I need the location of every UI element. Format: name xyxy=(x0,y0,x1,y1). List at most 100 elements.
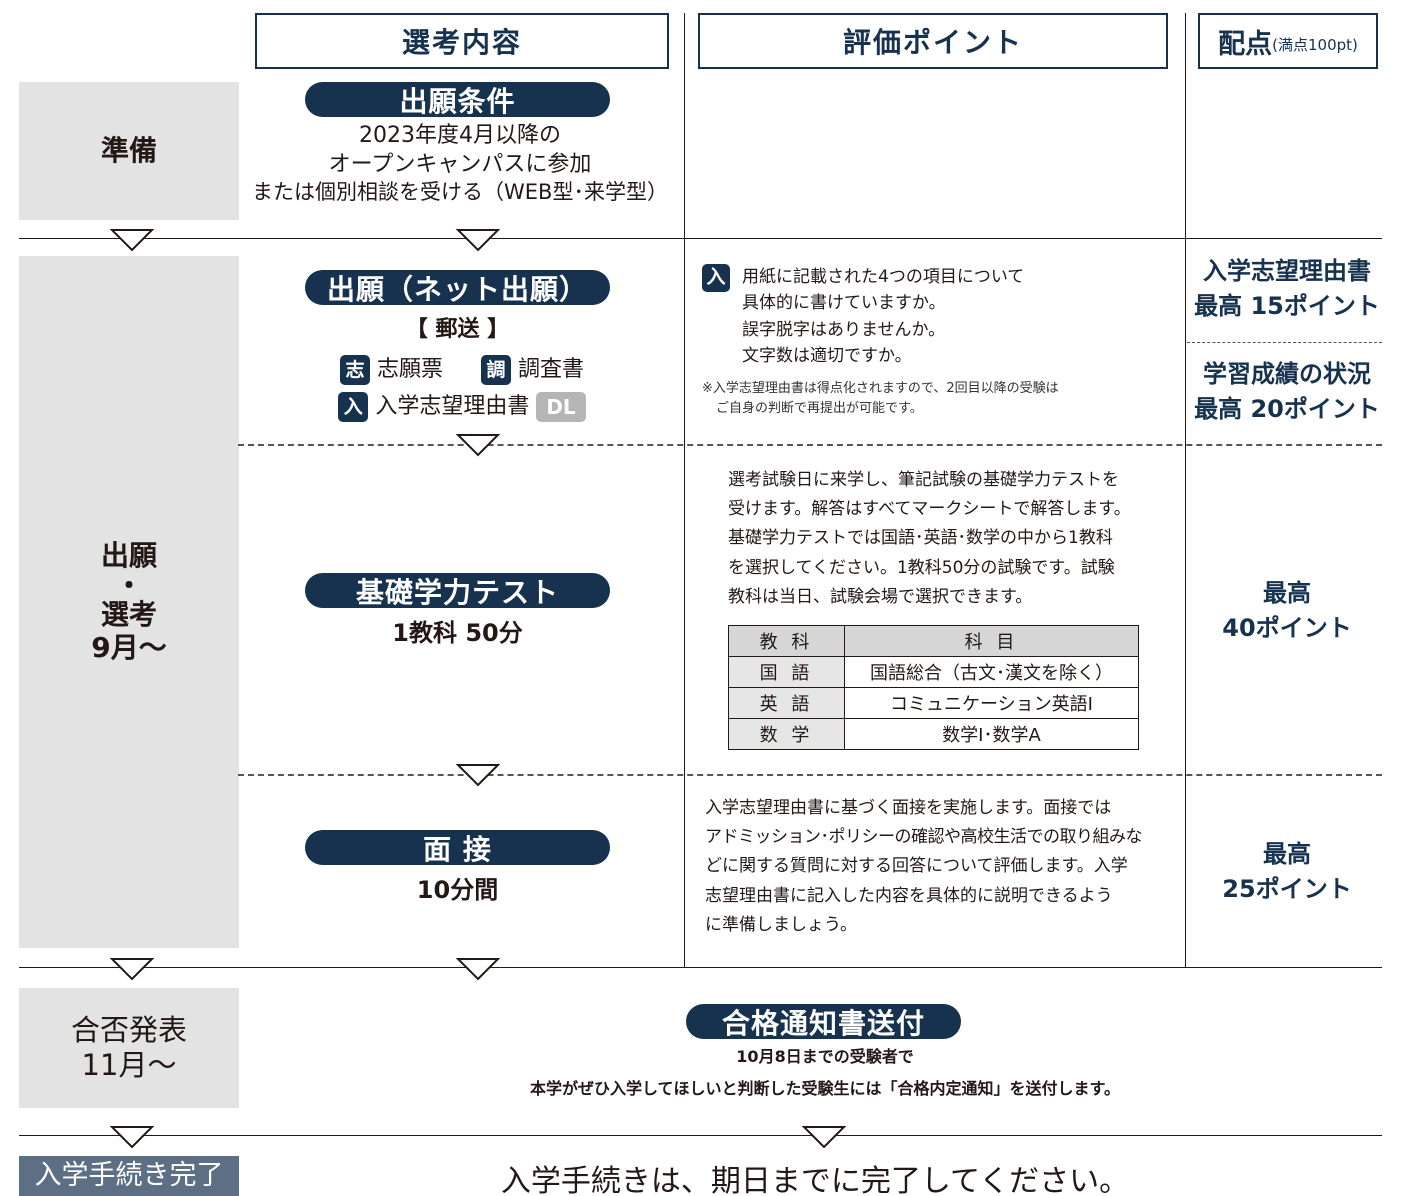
eval-line: 受けます。解答はすべてマークシートで解答します。 xyxy=(728,499,1131,520)
eval-line: アドミッション･ポリシーの確認や高校生活での取り組みな xyxy=(705,827,1143,848)
pill-basic-test: 基礎学力テスト xyxy=(305,573,610,609)
table-cell: コミュニケーション英語Ⅰ xyxy=(844,687,1139,719)
prep-line: オープンキャンパスに参加 xyxy=(328,151,592,177)
column-divider-1 xyxy=(684,13,685,968)
score-interview-value: 25ポイント xyxy=(1222,874,1352,903)
stage-apply-label-1: 出願 xyxy=(100,539,157,573)
separator-2 xyxy=(19,967,1382,968)
dashed-separator-1 xyxy=(238,444,1382,446)
arrow-down-icon xyxy=(802,1126,846,1149)
table-header-row: 教 科 科 目 xyxy=(728,625,1139,657)
stage-apply: 出願 ・ 選考 9月～ xyxy=(19,256,239,948)
dashed-separator-2 xyxy=(238,774,1382,776)
pill-online-application: 出願（ネット出願） xyxy=(305,270,610,306)
doc-badge-icon: 入 xyxy=(338,392,369,422)
table-header: 科 目 xyxy=(844,625,1139,657)
table-row: 国 語 国語総合（古文･漢文を除く） xyxy=(728,656,1139,688)
doc-statement-of-purpose: 入学志望理由書 xyxy=(375,394,530,419)
doc-application-form: 志願票 xyxy=(376,357,443,382)
table-cell: 数 学 xyxy=(728,718,845,750)
prep-line: または個別相談を受ける（WEB型･来学型） xyxy=(252,180,668,205)
score-statement-value: 最高 15ポイント xyxy=(1194,291,1380,320)
column-divider-2 xyxy=(1185,13,1186,968)
separator-1 xyxy=(19,238,1382,239)
eval-line: を選択してください。1教科50分の試験です。試験 xyxy=(728,557,1115,578)
eval-line: 教科は当日、試験会場で選択できます。 xyxy=(728,586,1033,607)
table-header: 教 科 xyxy=(728,625,845,657)
stage-result-label-2: 11月～ xyxy=(81,1048,177,1082)
score-interview-label: 最高 xyxy=(1263,840,1311,868)
doc-transcript: 調査書 xyxy=(518,357,585,382)
download-badge[interactable]: DL xyxy=(536,392,586,422)
eval-badge-icon: 入 xyxy=(702,264,730,292)
eval-line: どに関する質問に対する回答について評価します。入学 xyxy=(705,856,1128,877)
table-cell: 数学Ⅰ･数学A xyxy=(844,718,1139,750)
arrow-down-icon xyxy=(456,958,500,981)
arrow-down-icon xyxy=(110,229,154,252)
result-line-1: 10月8日までの受験者で xyxy=(736,1047,914,1066)
stage-apply-dot: ・ xyxy=(114,568,143,602)
mail-label: 【 郵送 】 xyxy=(405,317,510,342)
result-line-2: 本学がぜひ入学してほしいと判断した受験生には「合格内定通知」を送付します。 xyxy=(530,1079,1120,1098)
eval-line: 文字数は適切ですか。 xyxy=(742,346,912,367)
eval-line: 誤字脱字はありませんか。 xyxy=(742,319,946,340)
prep-conditions-text: 2023年度4月以降の オープンキャンパスに参加 または個別相談を受ける（WEB… xyxy=(240,122,680,206)
score-grades-value: 最高 20ポイント xyxy=(1194,394,1380,423)
eval-line: 志望理由書に記入した内容を具体的に説明できるよう xyxy=(705,885,1113,906)
arrow-down-icon xyxy=(456,229,500,252)
table-cell: 国語総合（古文･漢文を除く） xyxy=(844,656,1139,688)
stage-result-label-1: 合否発表 xyxy=(70,1013,187,1048)
stage-apply-label-2: 選考 xyxy=(100,597,157,631)
eval-line: に準備しましょう。 xyxy=(705,914,857,935)
test-duration: 1教科 50分 xyxy=(392,619,523,647)
table-cell: 国 語 xyxy=(728,656,845,688)
header-score-main: 配点 xyxy=(1218,28,1273,60)
header-score: 配点(満点100pt) xyxy=(1198,13,1378,69)
eval-line: 具体的に書けていますか。 xyxy=(742,293,946,314)
subject-table: 教 科 科 目 国 語 国語総合（古文･漢文を除く） 英 語 コミュニケーション… xyxy=(728,625,1139,750)
score-test-value: 40ポイント xyxy=(1222,613,1352,642)
pill-application-conditions: 出願条件 xyxy=(305,82,610,118)
final-instruction: 入学手続きは、期日までに完了してください。 xyxy=(500,1164,1130,1196)
eval-line: 用紙に記載された4つの項目について xyxy=(742,267,1025,287)
interview-duration: 10分間 xyxy=(416,876,499,904)
eval-line: 選考試験日に来学し、筆記試験の基礎学力テストを xyxy=(728,470,1119,490)
table-row: 数 学 数学Ⅰ･数学A xyxy=(728,718,1139,750)
prep-line: 2023年度4月以降の xyxy=(359,123,561,148)
stage-apply-label-3: 9月～ xyxy=(91,631,167,665)
note-line: ご自身の判断で再提出が可能です。 xyxy=(716,400,923,416)
eval-line: 入学志望理由書に基づく面接を実施します。面接では xyxy=(705,798,1112,818)
doc-badge-icon: 志 xyxy=(339,355,370,385)
arrow-down-icon xyxy=(110,958,154,981)
score-statement-label: 入学志望理由書 xyxy=(1203,257,1371,285)
stage-prep: 準備 xyxy=(19,82,239,220)
header-selection-content: 選考内容 xyxy=(255,13,669,69)
score-interview: 最高 25ポイント xyxy=(1187,837,1387,907)
pill-interview: 面 接 xyxy=(305,830,610,866)
stage-prep-label: 準備 xyxy=(100,134,157,168)
docs-row-1: 志 志願票 調 調査書 xyxy=(255,355,669,385)
arrow-down-icon xyxy=(456,764,500,787)
score-grades: 学習成績の状況 最高 20ポイント xyxy=(1187,357,1387,427)
test-eval: 選考試験日に来学し、筆記試験の基礎学力テストを 受けます。解答はすべてマークシー… xyxy=(728,466,1168,612)
application-eval: 入 用紙に記載された4つの項目について 具体的に書けていますか。 誤字脱字はあり… xyxy=(702,264,1172,418)
dashed-separator-score xyxy=(1187,342,1382,343)
stage-done: 入学手続き完了 xyxy=(19,1156,239,1196)
header-score-sub: (満点100pt) xyxy=(1272,35,1358,54)
header-evaluation-points: 評価ポイント xyxy=(698,13,1168,69)
score-test: 最高 40ポイント xyxy=(1187,576,1387,646)
score-statement: 入学志望理由書 最高 15ポイント xyxy=(1187,254,1387,324)
stage-result: 合否発表 11月～ xyxy=(19,988,239,1108)
arrow-down-icon xyxy=(456,434,500,457)
eval-line: 基礎学力テストでは国語･英語･数学の中から1教科 xyxy=(728,528,1113,549)
note-line: ※入学志望理由書は得点化されますので、2回目以降の受験は xyxy=(702,381,1059,397)
interview-eval: 入学志望理由書に基づく面接を実施します。面接では アドミッション･ポリシーの確認… xyxy=(705,794,1180,940)
table-row: 英 語 コミュニケーション英語Ⅰ xyxy=(728,687,1139,719)
pill-acceptance-notice: 合格通知書送付 xyxy=(686,1004,961,1040)
stage-done-label: 入学手続き完了 xyxy=(34,1159,224,1191)
separator-3 xyxy=(19,1135,1382,1136)
score-test-label: 最高 xyxy=(1263,579,1311,607)
doc-badge-icon: 調 xyxy=(481,355,511,385)
score-grades-label: 学習成績の状況 xyxy=(1203,360,1371,388)
docs-row-2: 入 入学志望理由書 DL xyxy=(255,392,669,422)
